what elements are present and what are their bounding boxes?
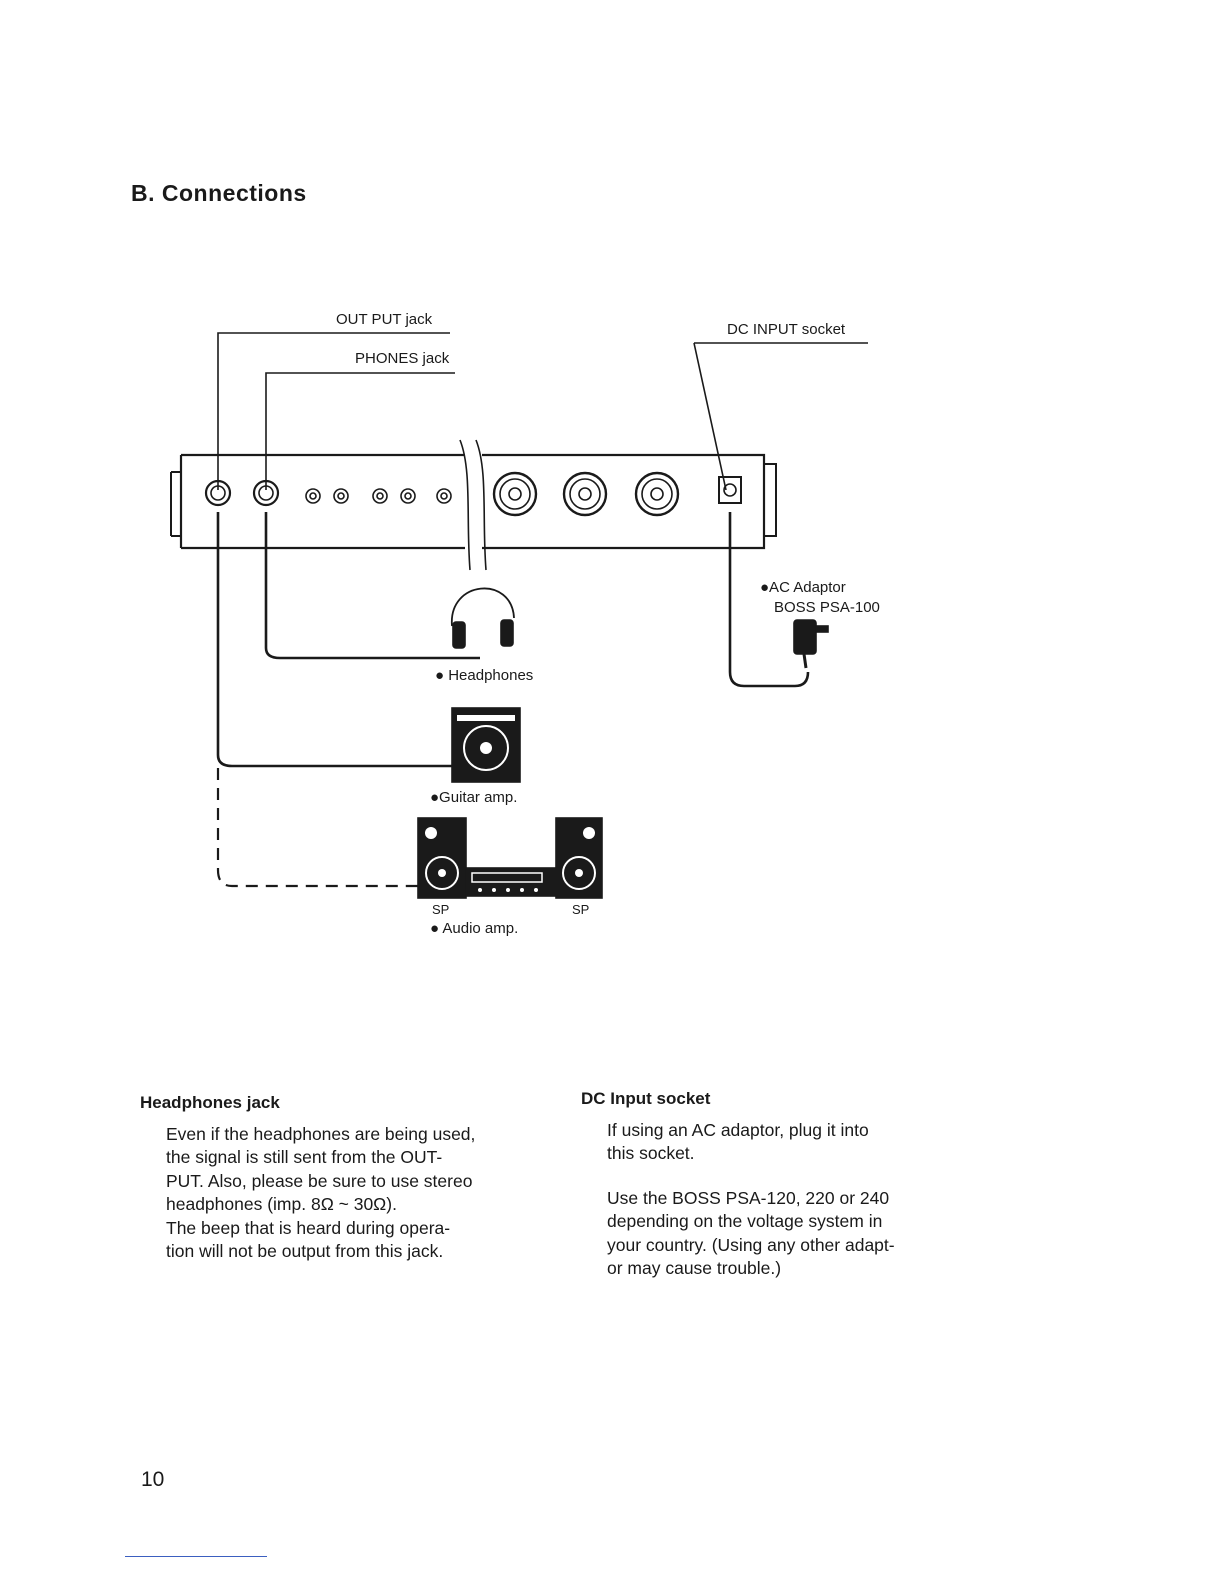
bottom-rule	[125, 1556, 267, 1557]
ac-adaptor-cable	[728, 512, 810, 688]
knob-2	[562, 471, 608, 517]
phones-jack-leader	[265, 372, 455, 490]
ac-adaptor-label: ●AC Adaptor	[760, 579, 846, 596]
page-title: B. Connections	[131, 180, 307, 206]
dc-input-socket-heading: DC Input socket	[581, 1089, 711, 1108]
headphones-icon	[451, 587, 515, 649]
speaker-left-icon	[417, 817, 467, 899]
page-number: 10	[141, 1468, 165, 1491]
guitar-amp-cable	[216, 512, 452, 768]
guitar-amp-label: ●Guitar amp.	[430, 789, 517, 806]
text-line: depending on the voltage system in	[607, 1211, 883, 1231]
text-line: the signal is still sent from the OUT-	[166, 1147, 443, 1167]
headphones-jack-heading: Headphones jack	[140, 1093, 280, 1112]
output-jack-label: OUT PUT jack	[336, 311, 433, 328]
dc-input-socket-label: DC INPUT socket	[727, 321, 846, 338]
speaker-right-label: SP	[572, 902, 589, 917]
audio-amp-label: ● Audio amp.	[430, 920, 518, 937]
speaker-right-icon	[555, 817, 603, 899]
guitar-amp-icon	[451, 707, 521, 783]
text-line: headphones (imp. 8Ω ~ 30Ω).	[166, 1194, 397, 1214]
speaker-left-label: SP	[432, 902, 449, 917]
headphones-jack-section: Headphones jack Even if the headphones a…	[140, 1091, 520, 1264]
text-line: Use the BOSS PSA-120, 220 or 240	[607, 1187, 890, 1208]
text-line: PUT. Also, please be sure to use stereo	[166, 1170, 473, 1191]
headphones-cable	[264, 512, 480, 660]
text-line: The beep that is heard during opera-	[166, 1217, 451, 1238]
dc-input-leader-diag	[693, 342, 727, 491]
output-jack-leader	[217, 332, 450, 490]
phones-jack-socket	[252, 479, 280, 507]
small-jacks	[305, 488, 452, 504]
knob-1	[492, 471, 538, 517]
text-line: Even if the headphones are being used,	[166, 1123, 476, 1144]
amplifier-unit-icon	[465, 867, 557, 897]
phones-jack-label: PHONES jack	[355, 350, 450, 367]
device-panel	[170, 439, 777, 571]
connections-diagram: OUT PUT jack PHONES jack DC INPUT socket…	[170, 311, 880, 937]
dc-input-socket-section: DC Input socket If using an AC adaptor, …	[581, 1087, 961, 1281]
dc-input-socket-text: If using an AC adaptor, plug it into thi…	[607, 1119, 961, 1281]
text-line: or may cause trouble.)	[607, 1258, 782, 1278]
headphones-jack-text: Even if the headphones are being used, t…	[166, 1123, 520, 1264]
text-line: this socket.	[607, 1143, 695, 1163]
text-line: tion will not be output from this jack.	[166, 1241, 444, 1261]
audio-amp-dashed-cable	[216, 768, 418, 888]
headphones-label: ● Headphones	[435, 667, 533, 684]
output-jack-socket	[204, 479, 232, 507]
text-line: If using an AC adaptor, plug it into	[607, 1119, 869, 1140]
ac-adaptor-model-label: BOSS PSA-100	[774, 599, 880, 616]
knob-3	[634, 471, 680, 517]
dc-input-socket-shape	[718, 476, 742, 504]
ac-adaptor-icon	[793, 619, 829, 669]
text-line: your country. (Using any other adapt-	[607, 1234, 895, 1255]
